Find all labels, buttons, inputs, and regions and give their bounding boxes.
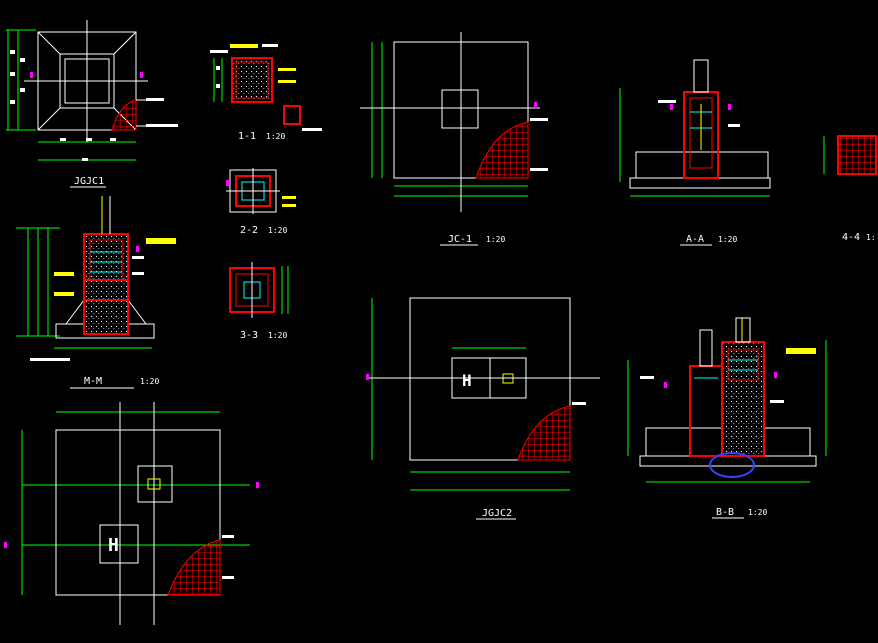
- section-a-a-scale: 1:20: [718, 235, 737, 244]
- section-m-m-title: M-M: [84, 376, 102, 387]
- svg-text:H: H: [462, 371, 472, 390]
- jc-1-plan-view: [360, 32, 548, 212]
- section-2-2-detail: [226, 168, 296, 214]
- section-2-2-title: 2-2: [240, 225, 258, 236]
- section-b-b-title: B-B: [716, 507, 734, 518]
- jgjc1-title: JGJC1: [74, 176, 104, 187]
- section-1-1-title: 1-1: [238, 131, 256, 142]
- section-a-a-title: A-A: [686, 234, 704, 245]
- section-4-4-detail: [823, 135, 877, 175]
- section-3-3-title: 3-3: [240, 330, 258, 341]
- section-m-m-detail: [16, 196, 176, 361]
- jgjc2-large-plan-view: H: [4, 402, 259, 625]
- jc-1-scale: 1:20: [486, 235, 505, 244]
- jc-1-title: JC-1: [448, 234, 472, 245]
- section-2-2-scale: 1:20: [268, 226, 287, 235]
- svg-text:H: H: [108, 535, 119, 556]
- section-b-b-detail: [627, 317, 827, 483]
- section-3-3-detail: [229, 262, 289, 318]
- section-3-3-scale: 1:20: [268, 331, 287, 340]
- jgjc2-plan-view: H: [366, 297, 600, 491]
- section-1-1-detail: [210, 44, 322, 131]
- section-m-m-scale: 1:20: [140, 377, 159, 386]
- section-1-1-scale: 1:20: [266, 132, 285, 141]
- section-b-b-scale: 1:20: [748, 508, 767, 517]
- section-a-a-detail: [619, 59, 771, 197]
- section-4-4-title: 4-4: [842, 232, 860, 243]
- section-4-4-scale: 1:: [866, 233, 876, 242]
- jgjc2-title: JGJC2: [482, 508, 512, 519]
- jgjc1-plan-view: [6, 20, 178, 161]
